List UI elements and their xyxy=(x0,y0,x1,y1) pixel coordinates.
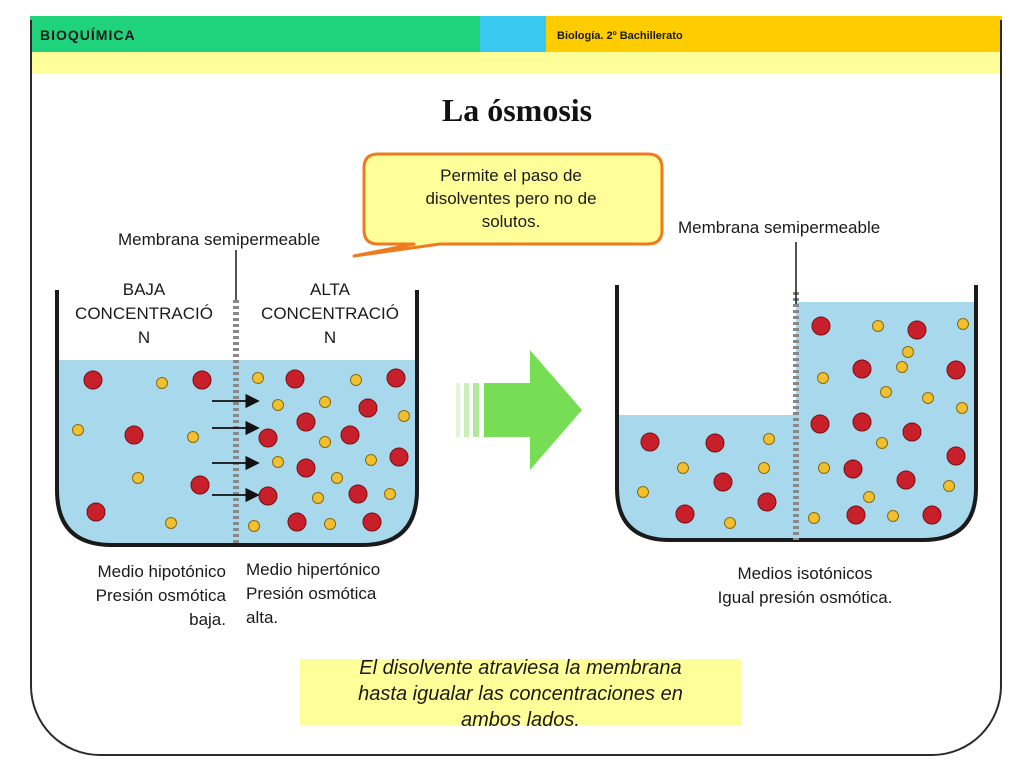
right-beaker-water-high xyxy=(796,302,976,540)
callout-line: solutos. xyxy=(481,212,541,231)
left-high-yellow-particles xyxy=(248,372,410,532)
hypertonic-line: Medio hipertónico xyxy=(246,560,381,579)
header-bar-yellow xyxy=(546,16,1002,52)
high-concentration-line: N xyxy=(323,328,337,347)
slide-frame xyxy=(30,20,1002,756)
high-concentration-line: CONCENTRACIÓ xyxy=(261,304,399,323)
callout-line: disolventes pero no de xyxy=(425,189,597,208)
summary-line: El disolvente atraviesa la membrana xyxy=(359,657,682,679)
hypotonic-line: baja. xyxy=(189,610,226,629)
low-concentration-line: BAJA xyxy=(122,280,166,299)
summary-box xyxy=(300,659,741,725)
hypertonic-line: alta. xyxy=(246,608,279,627)
high-concentration-label: ALTA CONCENTRACIÓ N xyxy=(244,278,416,350)
header-strip xyxy=(30,52,1002,74)
left-low-yellow-particles xyxy=(72,377,199,529)
left-high-red-particles xyxy=(258,368,409,532)
callout-text: Permite el paso de disolventes pero no d… xyxy=(380,164,642,233)
header-bar-green xyxy=(30,16,480,52)
hypotonic-line: Presión osmótica xyxy=(95,586,226,605)
low-concentration-line: N xyxy=(137,328,151,347)
summary-line: hasta igualar las concentraciones en xyxy=(358,683,683,705)
right-beaker-water-low xyxy=(617,415,796,540)
right-low-red-particles xyxy=(640,432,777,524)
transition-arrow xyxy=(456,350,582,470)
right-high-red-particles xyxy=(810,316,966,525)
left-low-red-particles xyxy=(83,370,212,522)
header-bar-cyan xyxy=(480,16,546,52)
header-course: Biología. 2º Bachillerato xyxy=(557,30,683,42)
right-high-yellow-particles xyxy=(808,318,969,524)
isotonic-line: Igual presión osmótica. xyxy=(717,588,893,607)
left-beaker-wall xyxy=(55,290,419,547)
hypertonic-label: Medio hipertónico Presión osmótica alta. xyxy=(246,558,426,630)
right-low-yellow-particles xyxy=(637,433,775,529)
low-concentration-label: BAJA CONCENTRACIÓ N xyxy=(58,278,230,350)
right-membrane-label: Membrana semipermeable xyxy=(678,218,881,237)
left-membrane-label: Membrana semipermeable xyxy=(118,230,321,249)
summary-text: El disolvente atraviesa la membrana hast… xyxy=(300,655,741,733)
hypotonic-line: Medio hipotónico xyxy=(97,562,226,581)
summary-line: ambos lados. xyxy=(461,709,580,731)
callout-line: Permite el paso de xyxy=(440,166,582,185)
hypertonic-line: Presión osmótica xyxy=(246,584,377,603)
low-concentration-line: CONCENTRACIÓ xyxy=(75,304,213,323)
isotonic-label: Medios isotónicos Igual presión osmótica… xyxy=(660,562,950,610)
callout-bubble xyxy=(352,152,664,258)
page-title: La ósmosis xyxy=(441,92,593,128)
isotonic-line: Medios isotónicos xyxy=(737,564,873,583)
hypotonic-label: Medio hipotónico Presión osmótica baja. xyxy=(56,560,226,632)
flow-arrows xyxy=(212,393,260,503)
high-concentration-line: ALTA xyxy=(310,280,350,299)
